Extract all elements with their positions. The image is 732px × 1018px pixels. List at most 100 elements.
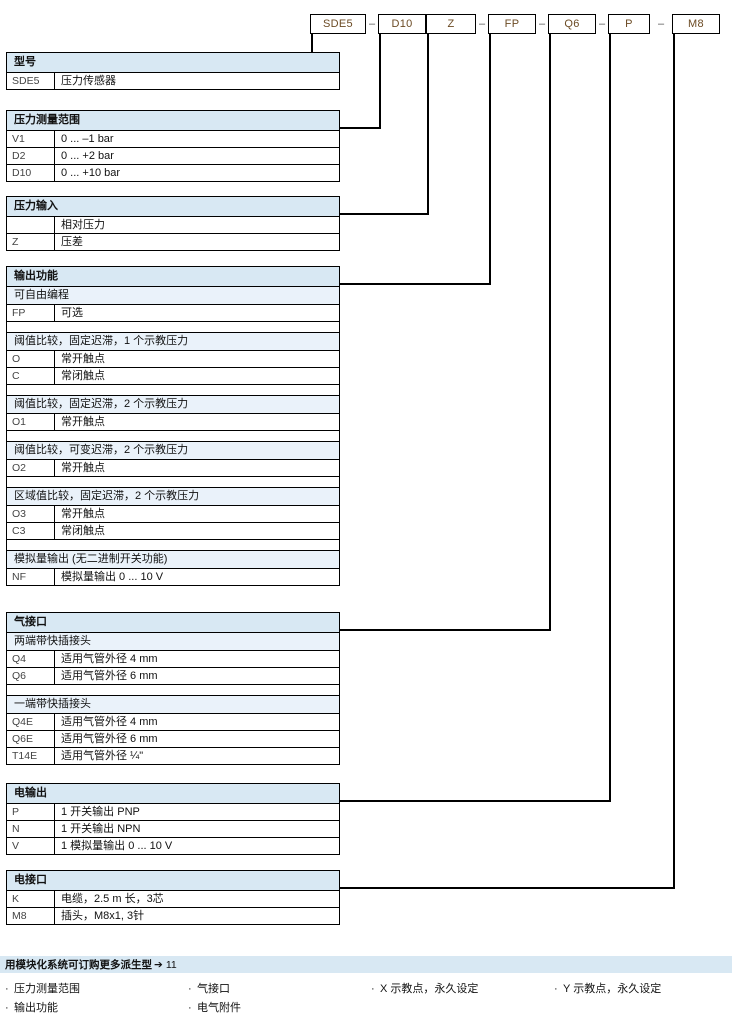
row-description: 压力传感器	[61, 74, 116, 87]
table-row[interactable]: D10 0 ... +10 bar	[7, 165, 339, 181]
order-code-separator: –	[657, 18, 665, 30]
connector-electrical-port-vertical	[673, 34, 675, 887]
row-code: D10	[7, 165, 55, 181]
row-description: 1 开关输出 NPN	[61, 822, 141, 835]
connector-pressure-input-vertical	[427, 34, 429, 213]
connector-output-function-vertical	[489, 34, 491, 283]
row-code: Q6E	[7, 731, 55, 747]
table-row[interactable]: T14E 适用气管外径 ¼"	[7, 748, 339, 764]
table-row[interactable]: Q6E 适用气管外径 6 mm	[7, 731, 339, 748]
table-row[interactable]: Q4 适用气管外径 4 mm	[7, 651, 339, 668]
connector-pressure-input-horizontal	[340, 213, 429, 215]
row-code: O	[7, 351, 55, 367]
row-code: Q4	[7, 651, 55, 667]
footer-list-item: ·Y 示教点，永久设定	[554, 980, 732, 999]
footer-list-item: · 电气附件	[188, 999, 366, 1018]
order-code-m8[interactable]: M8	[672, 14, 720, 34]
row-description: 模拟量输出 0 ... 10 V	[61, 570, 164, 583]
order-code-separator: –	[478, 18, 486, 30]
row-description: 0 ... +10 bar	[61, 166, 121, 179]
row-description: 适用气管外径 6 mm	[61, 669, 158, 682]
row-description: 插头，M8x1, 3针	[61, 909, 145, 922]
row-code: T14E	[7, 748, 55, 764]
row-code: Z	[7, 234, 55, 250]
table-title: 气接口	[7, 613, 339, 633]
row-code: M8	[7, 908, 55, 924]
order-code-p[interactable]: P	[608, 14, 650, 34]
footer-column-2: ·X 示教点，永久设定	[366, 980, 549, 1018]
order-code-sde5[interactable]: SDE5	[310, 14, 366, 34]
row-code: O3	[7, 506, 55, 522]
bullet-icon: ·	[5, 1002, 9, 1014]
footer-column-1: ·气接口·电气附件	[183, 980, 366, 1018]
row-code: O2	[7, 460, 55, 476]
footer-item-label: 输出功能	[14, 1002, 58, 1014]
footer-item-label: 电气附件	[197, 1002, 241, 1014]
table-title: 输出功能	[7, 267, 339, 287]
row-code: Q6	[7, 668, 55, 684]
footer-list-item: · 压力测量范围	[5, 980, 183, 999]
arrow-right-icon: ➔	[154, 958, 163, 971]
footer-item-label: Y 示教点，永久设定	[563, 983, 662, 995]
modular-system-footer: 用模块化系统可订购更多派生型 ➔ 11 ·压力测量范围·输出功能·气接口·电气附…	[0, 956, 732, 1018]
footer-list-item: · 输出功能	[5, 999, 183, 1018]
row-description: 0 ... +2 bar	[61, 149, 114, 162]
row-description: 常开触点	[61, 415, 105, 428]
footer-list-item: ·X 示教点，永久设定	[371, 980, 549, 999]
table-row[interactable]: 相对压力	[7, 217, 339, 234]
table-title: 型号	[7, 53, 339, 73]
connector-output-function-horizontal	[340, 283, 491, 285]
order-code-q6[interactable]: Q6	[548, 14, 596, 34]
table-subheader: 两端带快插接头	[7, 633, 339, 651]
table-subheader: 阈值比较，固定迟滞，1 个示教压力	[7, 333, 339, 351]
bullet-icon: ·	[188, 1002, 192, 1014]
order-code-z[interactable]: Z	[426, 14, 476, 34]
footer-item-label: X 示教点，永久设定	[380, 983, 479, 995]
table-spacer	[7, 540, 339, 551]
table-subheader: 一端带快插接头	[7, 696, 339, 714]
table-subheader: 可自由编程	[7, 287, 339, 305]
order-code-separator: –	[598, 18, 606, 30]
row-code: C	[7, 368, 55, 384]
row-description: 常闭触点	[61, 524, 105, 537]
table-title: 电接口	[7, 871, 339, 891]
row-description: 适用气管外径 ¼"	[61, 749, 144, 762]
table-spacer	[7, 685, 339, 696]
row-code: V	[7, 838, 55, 854]
connector-model-vertical	[311, 34, 313, 69]
row-description: 1 开关输出 PNP	[61, 805, 140, 818]
table-row[interactable]: Q6 适用气管外径 6 mm	[7, 668, 339, 685]
order-code-d10[interactable]: D10	[378, 14, 426, 34]
bullet-icon: ·	[5, 983, 9, 995]
order-code-fp[interactable]: FP	[488, 14, 536, 34]
footer-item-label: 压力测量范围	[14, 983, 80, 995]
row-description: 适用气管外径 4 mm	[61, 652, 158, 665]
connector-electrical-output-horizontal	[340, 800, 611, 802]
table-subheader: 阈值比较，可变迟滞，2 个示教压力	[7, 442, 339, 460]
connector-pressure-range-vertical	[379, 34, 381, 127]
table-row[interactable]: M8 插头，M8x1, 3针	[7, 908, 339, 924]
row-description: 适用气管外径 6 mm	[61, 732, 158, 745]
